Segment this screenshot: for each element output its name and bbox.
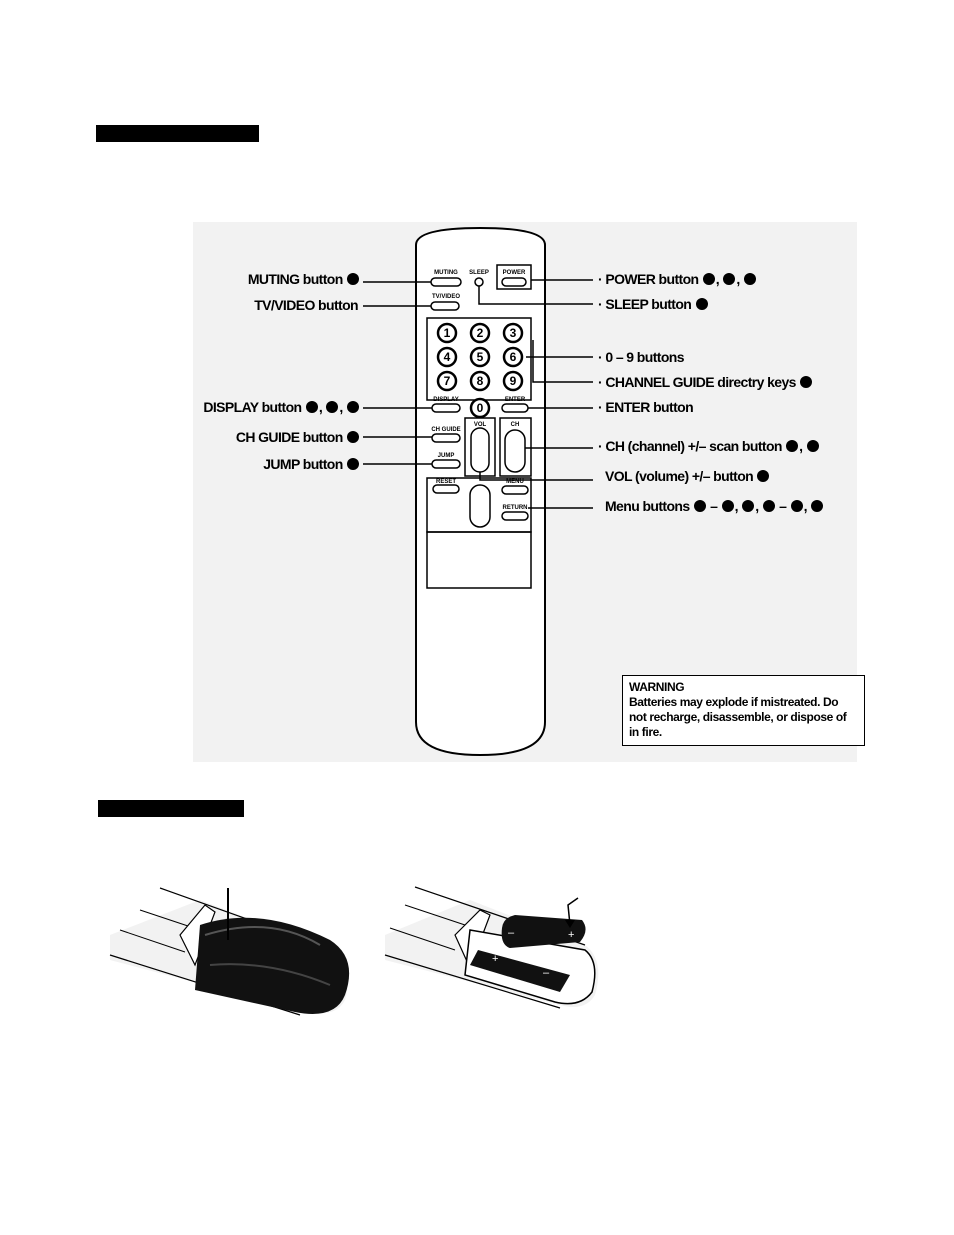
svg-text:MUTING: MUTING xyxy=(434,270,458,276)
digit-label: 5 xyxy=(477,350,484,364)
digit-label: 2 xyxy=(477,326,484,340)
digit-button-9[interactable]: 9 xyxy=(502,370,524,392)
svg-text:–: – xyxy=(508,927,515,939)
menu-remote-button[interactable]: MENU xyxy=(501,479,529,495)
warning-box: WARNING Batteries may explode if mistrea… xyxy=(622,675,865,746)
ch-label: · CH (channel) +/– scan button , xyxy=(598,438,820,454)
ch-rocker[interactable]: CH xyxy=(504,422,526,473)
vol-rocker[interactable]: VOL xyxy=(470,422,490,473)
svg-text:POWER: POWER xyxy=(503,270,526,276)
digit-circle xyxy=(436,370,458,392)
digit-label: 4 xyxy=(444,350,451,364)
digit-button-1[interactable]: 1 xyxy=(436,322,458,344)
svg-text:DISPLAY: DISPLAY xyxy=(433,397,458,403)
digit-button-7[interactable]: 7 xyxy=(436,370,458,392)
digit-circle xyxy=(436,322,458,344)
svg-text:VOL: VOL xyxy=(474,422,487,428)
svg-text:SLEEP: SLEEP xyxy=(469,270,489,276)
digit-label: 1 xyxy=(444,326,451,340)
menu-rocker[interactable] xyxy=(469,484,491,528)
digit-button-3[interactable]: 3 xyxy=(502,322,524,344)
battery-cover-removal-illustration xyxy=(109,887,350,1016)
digit-label: 7 xyxy=(444,374,451,388)
vol-label: VOL (volume) +/– button xyxy=(605,468,770,484)
warning-body: Batteries may explode if mistreated. Do … xyxy=(629,695,847,739)
svg-text:MENU: MENU xyxy=(506,479,524,485)
return-remote-button[interactable]: RETURN xyxy=(501,505,529,521)
digit-circle xyxy=(502,370,524,392)
svg-text:ENTER: ENTER xyxy=(505,397,526,403)
digit-circle xyxy=(469,322,491,344)
digit-circle xyxy=(502,322,524,344)
digit-button-8[interactable]: 8 xyxy=(469,370,491,392)
svg-text:TV/VIDEO: TV/VIDEO xyxy=(432,294,460,300)
muting-label: MUTING button xyxy=(248,271,360,287)
digit-circle xyxy=(502,346,524,368)
display-label: DISPLAY button , , xyxy=(203,399,360,415)
svg-text:RESET: RESET xyxy=(436,479,456,485)
svg-text:+: + xyxy=(568,929,574,941)
digits-label: · 0 – 9 buttons xyxy=(598,349,685,365)
menu-label: Menu buttons – , , – , xyxy=(605,498,824,514)
chguide-label: CH GUIDE button xyxy=(236,429,360,445)
leader-lines xyxy=(363,279,593,509)
svg-text:RETURN: RETURN xyxy=(503,505,528,511)
digit-button-6[interactable]: 6 xyxy=(502,346,524,368)
jump-label: JUMP button xyxy=(263,456,360,472)
chguide-remote-button[interactable]: CH GUIDE xyxy=(431,427,461,443)
digit-buttons: 1 2 3 4 5 6 7 8 9 0 xyxy=(436,322,524,419)
digit-circle xyxy=(436,346,458,368)
digit-button-5[interactable]: 5 xyxy=(469,346,491,368)
svg-text:–: – xyxy=(543,967,550,979)
digit-circle xyxy=(469,370,491,392)
power-remote-button[interactable]: POWER xyxy=(496,264,532,290)
digit-label: 3 xyxy=(510,326,517,340)
digit-button-2[interactable]: 2 xyxy=(469,322,491,344)
digit-label: 9 xyxy=(510,374,517,388)
digit-button-4[interactable]: 4 xyxy=(436,346,458,368)
digit-label: 8 xyxy=(477,374,484,388)
channel-guide-label: · CHANNEL GUIDE directry keys xyxy=(598,374,813,390)
digit-label: 6 xyxy=(510,350,517,364)
digit-button-0[interactable]: 0 xyxy=(469,397,491,419)
warning-title: WARNING xyxy=(629,680,685,694)
digit-circle xyxy=(469,346,491,368)
tvvideo-label: TV/VIDEO button xyxy=(254,297,358,313)
sleep-label: · SLEEP button xyxy=(598,296,709,312)
digit-label: 0 xyxy=(477,401,484,415)
svg-text:JUMP: JUMP xyxy=(438,453,455,459)
digit-circle xyxy=(469,397,491,419)
svg-text:CH: CH xyxy=(511,422,520,428)
power-label: · POWER button , , xyxy=(598,271,757,287)
section-heading-bar-bottom xyxy=(98,800,244,817)
svg-text:+: + xyxy=(492,953,498,965)
reset-remote-button[interactable]: RESET xyxy=(432,479,460,494)
enter-label: · ENTER button xyxy=(598,399,694,415)
battery-insertion-illustration: + – – + xyxy=(384,886,599,1009)
section-heading-bar-top xyxy=(96,125,259,142)
svg-text:CH GUIDE: CH GUIDE xyxy=(431,427,460,433)
